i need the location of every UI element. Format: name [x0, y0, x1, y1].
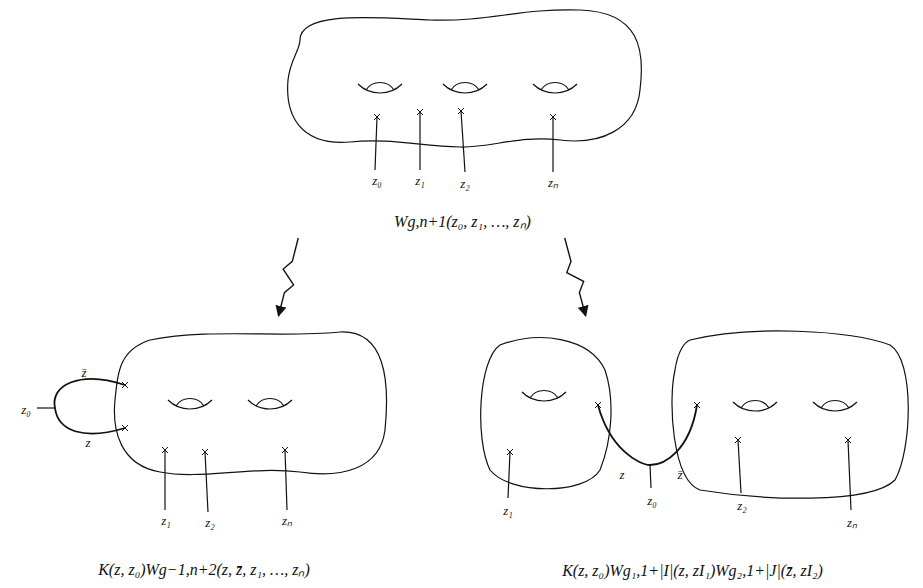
point-label: z	[619, 468, 624, 481]
point-label: z₁	[415, 174, 425, 187]
surface-outline	[672, 331, 908, 498]
surface-node: Wg,n+1(z₀, z₁, …, zₙ)	[280, 4, 645, 234]
surface-outline	[114, 332, 386, 475]
point-label: z	[85, 436, 90, 449]
leg	[375, 111, 553, 172]
point-label: z₂	[205, 516, 215, 529]
squiggle-arrow	[565, 238, 586, 316]
point-label: z₁	[161, 514, 171, 527]
surface-outline	[481, 338, 611, 489]
point-label: z̄	[677, 468, 682, 481]
point-label: z̄	[81, 366, 86, 379]
surface-node: K(z, z₀)Wg₁,1+|I|(z, zI₁)Wg₂,1+|J|(z̄, z…	[470, 318, 915, 582]
puncture-mark	[122, 382, 288, 455]
formula-caption: K(z, z₀)Wg−1,n+2(z, z̄, z₁, …, zₙ)	[94, 556, 314, 582]
leg	[37, 407, 55, 408]
squiggle-arrow	[278, 238, 298, 316]
puncture-mark	[374, 108, 556, 120]
kernel-loop	[54, 379, 125, 434]
point-label: z₂	[460, 177, 470, 190]
formula-caption: Wg,n+1(z₀, z₁, …, zₙ)	[390, 208, 535, 234]
surface-node: K(z, z₀)Wg−1,n+2(z, z̄, z₁, …, zₙ)	[8, 318, 400, 582]
leg	[165, 450, 287, 512]
point-label: zₙ	[282, 514, 292, 527]
point-label: z₀	[372, 174, 382, 187]
handle	[358, 83, 577, 94]
point-label: zₙ	[548, 176, 558, 189]
puncture-mark	[507, 402, 851, 455]
point-label: z₁	[503, 504, 513, 517]
point-label: z₀	[21, 403, 31, 416]
kernel-curve	[598, 405, 697, 465]
point-label: z₀	[647, 494, 657, 507]
handle	[168, 399, 292, 410]
surface-outline	[288, 10, 642, 147]
handle	[522, 391, 857, 412]
point-label: z₂	[737, 499, 747, 512]
formula-caption: K(z, z₀)Wg₁,1+|I|(z, zI₁)Wg₂,1+|J|(z̄, z…	[558, 560, 827, 582]
leg	[508, 440, 851, 510]
point-label: zₙ	[847, 516, 857, 529]
